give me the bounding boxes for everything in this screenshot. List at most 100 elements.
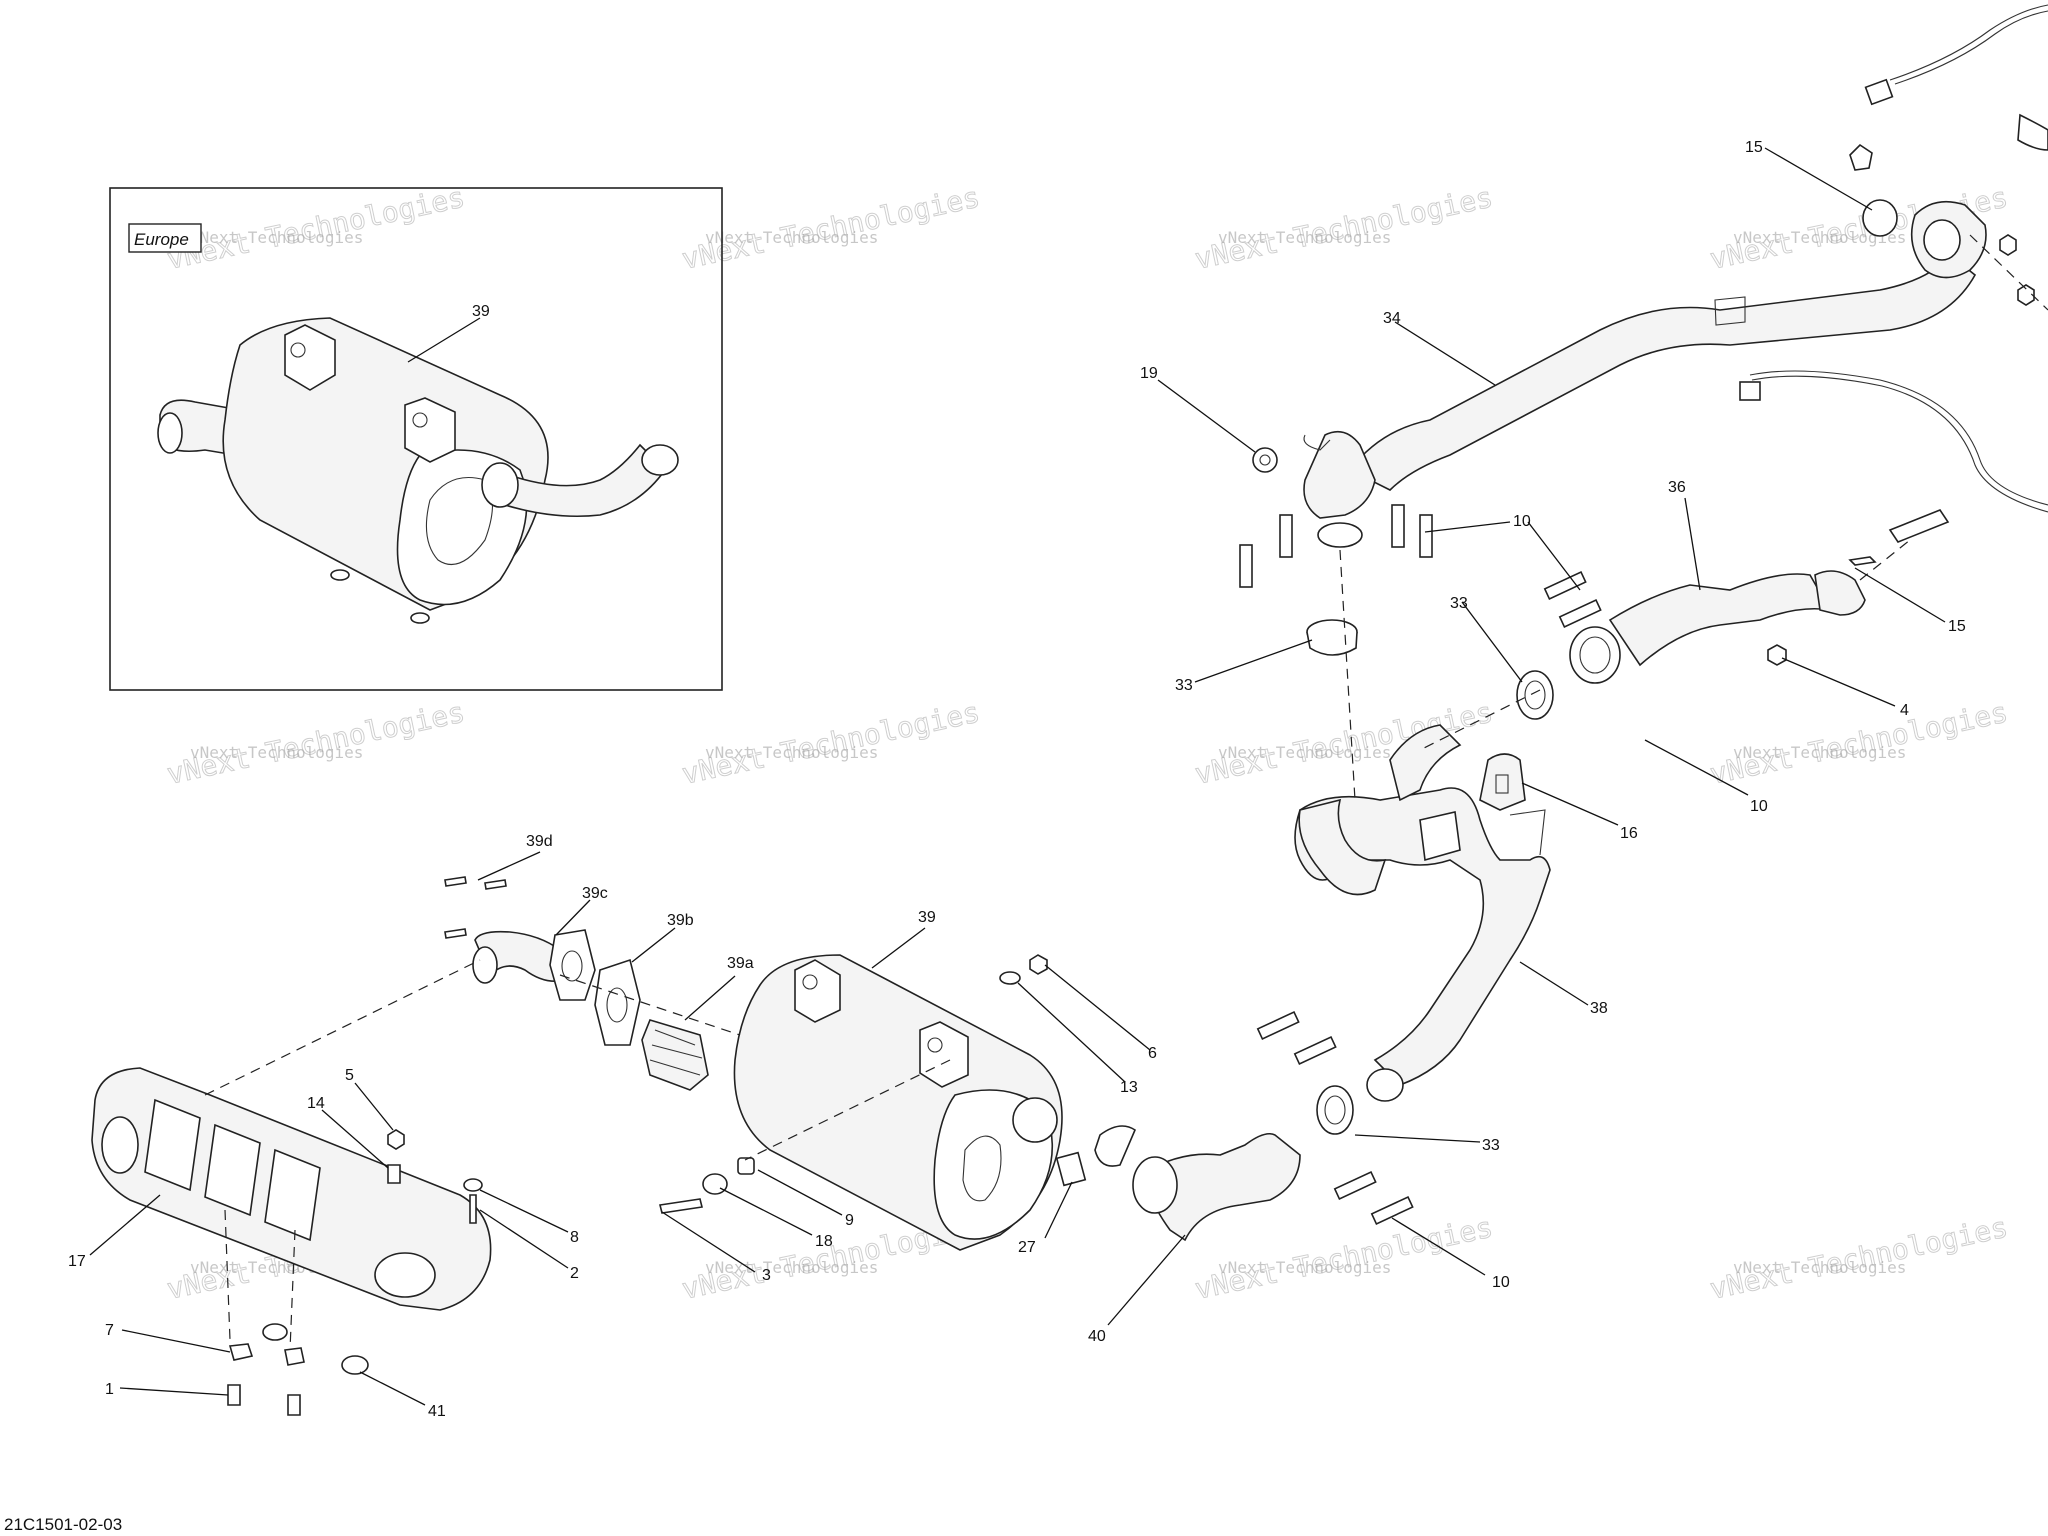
spring <box>1239 544 1253 588</box>
callout-label: 13 <box>1120 1079 1138 1096</box>
grommet-41 <box>341 1355 369 1375</box>
leader-line <box>321 1109 389 1169</box>
leader-line <box>1194 639 1313 683</box>
europe-inset: Europe <box>109 187 723 691</box>
spring <box>1558 598 1602 628</box>
o2-sensor-wire-top-2 <box>1894 10 2048 85</box>
rubber-bracket-16 <box>1479 753 1526 811</box>
callout-label: 33 <box>1450 595 1468 612</box>
nut-right-mid <box>2017 284 2035 306</box>
y-pipe-assembly <box>1294 724 1551 1102</box>
bolt-39d <box>444 876 467 887</box>
callout-label: 39c <box>582 885 608 902</box>
leader-line <box>407 317 481 363</box>
rubber-bracket-16-slot <box>1495 774 1509 794</box>
nut-6 <box>1029 954 1048 975</box>
leader-line <box>1521 782 1619 826</box>
leader-line <box>121 1329 231 1353</box>
callout-label: 15 <box>1745 139 1763 156</box>
leader-line <box>359 1371 426 1406</box>
washer-8 <box>463 1178 483 1192</box>
callout-label: 9 <box>845 1212 854 1229</box>
o2-sensor-wire-mid <box>1749 370 2048 506</box>
leader-line <box>1354 1134 1481 1143</box>
rear-pipe-36-inlet-inner <box>1579 636 1611 674</box>
spring <box>1333 1170 1377 1200</box>
gasket-15-top <box>1862 199 1898 237</box>
callout-label: 16 <box>1620 825 1638 842</box>
leader-line <box>89 1194 161 1256</box>
leader-line <box>555 899 591 936</box>
alignment-line <box>744 1059 951 1161</box>
inset-frame <box>109 187 723 691</box>
rear-pipe-assembly <box>1479 370 2048 811</box>
bolt-2 <box>469 1194 477 1224</box>
muffler-39-outlet <box>1012 1097 1058 1143</box>
leader-line <box>479 1209 569 1269</box>
svg-text:vNext Technologies: vNext Technologies <box>705 1258 878 1277</box>
inset-title-box <box>128 223 202 253</box>
leader-line <box>1391 1217 1486 1276</box>
header-pipe-connector <box>1303 430 1376 519</box>
y-pipe-heat-shield <box>1419 811 1461 862</box>
alignment-line <box>224 1209 231 1341</box>
leader-line <box>1157 379 1256 453</box>
callout-label: 8 <box>570 1229 579 1246</box>
callout-label: 41 <box>428 1403 446 1420</box>
screw-1 <box>227 1384 241 1406</box>
leader-line <box>1044 1181 1073 1239</box>
heat-shield-slot <box>144 1098 201 1192</box>
clamp-27-bolt-block <box>1055 1151 1087 1187</box>
callout-label: 33 <box>1175 677 1193 694</box>
svg-text:vNext Technologies: vNext Technologies <box>1218 743 1391 762</box>
svg-text:vNext Technologies: vNext Technologies <box>1733 743 1906 762</box>
nut-5 <box>387 1129 405 1150</box>
svg-text:vNext Technologies: vNext Technologies <box>1733 228 1906 247</box>
inset-bracket-hole <box>412 412 428 428</box>
alignment-line <box>1419 689 1541 751</box>
callout-label: 2 <box>570 1265 579 1282</box>
inset-inlet-opening <box>157 412 183 454</box>
y-pipe-support-rod <box>1509 809 1546 856</box>
callout-label: 40 <box>1088 1328 1106 1345</box>
sleeve-33-right-inner <box>1524 680 1546 710</box>
grommet-41 <box>262 1323 288 1341</box>
callout-label: 27 <box>1018 1239 1036 1256</box>
callout-label: 36 <box>1668 479 1686 496</box>
leader-line <box>1424 521 1511 533</box>
leader-line <box>871 927 926 969</box>
leader-line <box>477 851 541 881</box>
rear-pipe-36-inlet <box>1569 626 1621 684</box>
spring <box>1256 1010 1300 1040</box>
plug-19-center <box>1259 454 1271 466</box>
watermark: vNext Technologies vNext Technologies <box>1706 1210 2011 1306</box>
alignment-line <box>1339 549 1356 801</box>
sleeve-33-left-body <box>1306 631 1358 656</box>
leader-line <box>1044 964 1151 1051</box>
callout-label: 19 <box>1140 365 1158 382</box>
spring <box>1293 1035 1337 1065</box>
o2-sensor-mid <box>1888 509 1950 543</box>
alignment-line <box>559 974 741 1036</box>
front-pipe-40-inlet <box>1132 1156 1178 1214</box>
inset-washer <box>330 569 350 581</box>
watermark: vNext Technologies vNext Technologies <box>678 695 983 791</box>
callout-label: 15 <box>1948 618 1966 635</box>
leader-line <box>479 1189 569 1233</box>
leader-line <box>1394 321 1496 386</box>
front-pipe-assembly <box>1055 1010 1414 1242</box>
o2-connector-top <box>1864 78 1894 106</box>
callout-label: 14 <box>307 1095 325 1112</box>
spring <box>1391 504 1405 548</box>
inset-bracket-top <box>284 324 336 391</box>
callout-label: 39b <box>667 912 694 929</box>
flange-39c-hole <box>561 950 583 982</box>
watermark: vNext Technologies vNext Technologies <box>163 180 468 276</box>
inset-end-cap-recess <box>425 476 493 565</box>
callout-label: 39a <box>727 955 754 972</box>
leader-lines <box>89 147 1946 1406</box>
callout-labels: 39 15 34 19 10 36 33 33 15 4 16 10 39d 3… <box>68 139 1966 1420</box>
y-pipe-left-branch <box>1298 798 1387 896</box>
leader-line <box>1644 739 1749 796</box>
svg-text:vNext Technologies: vNext Technologies <box>1733 1258 1906 1277</box>
